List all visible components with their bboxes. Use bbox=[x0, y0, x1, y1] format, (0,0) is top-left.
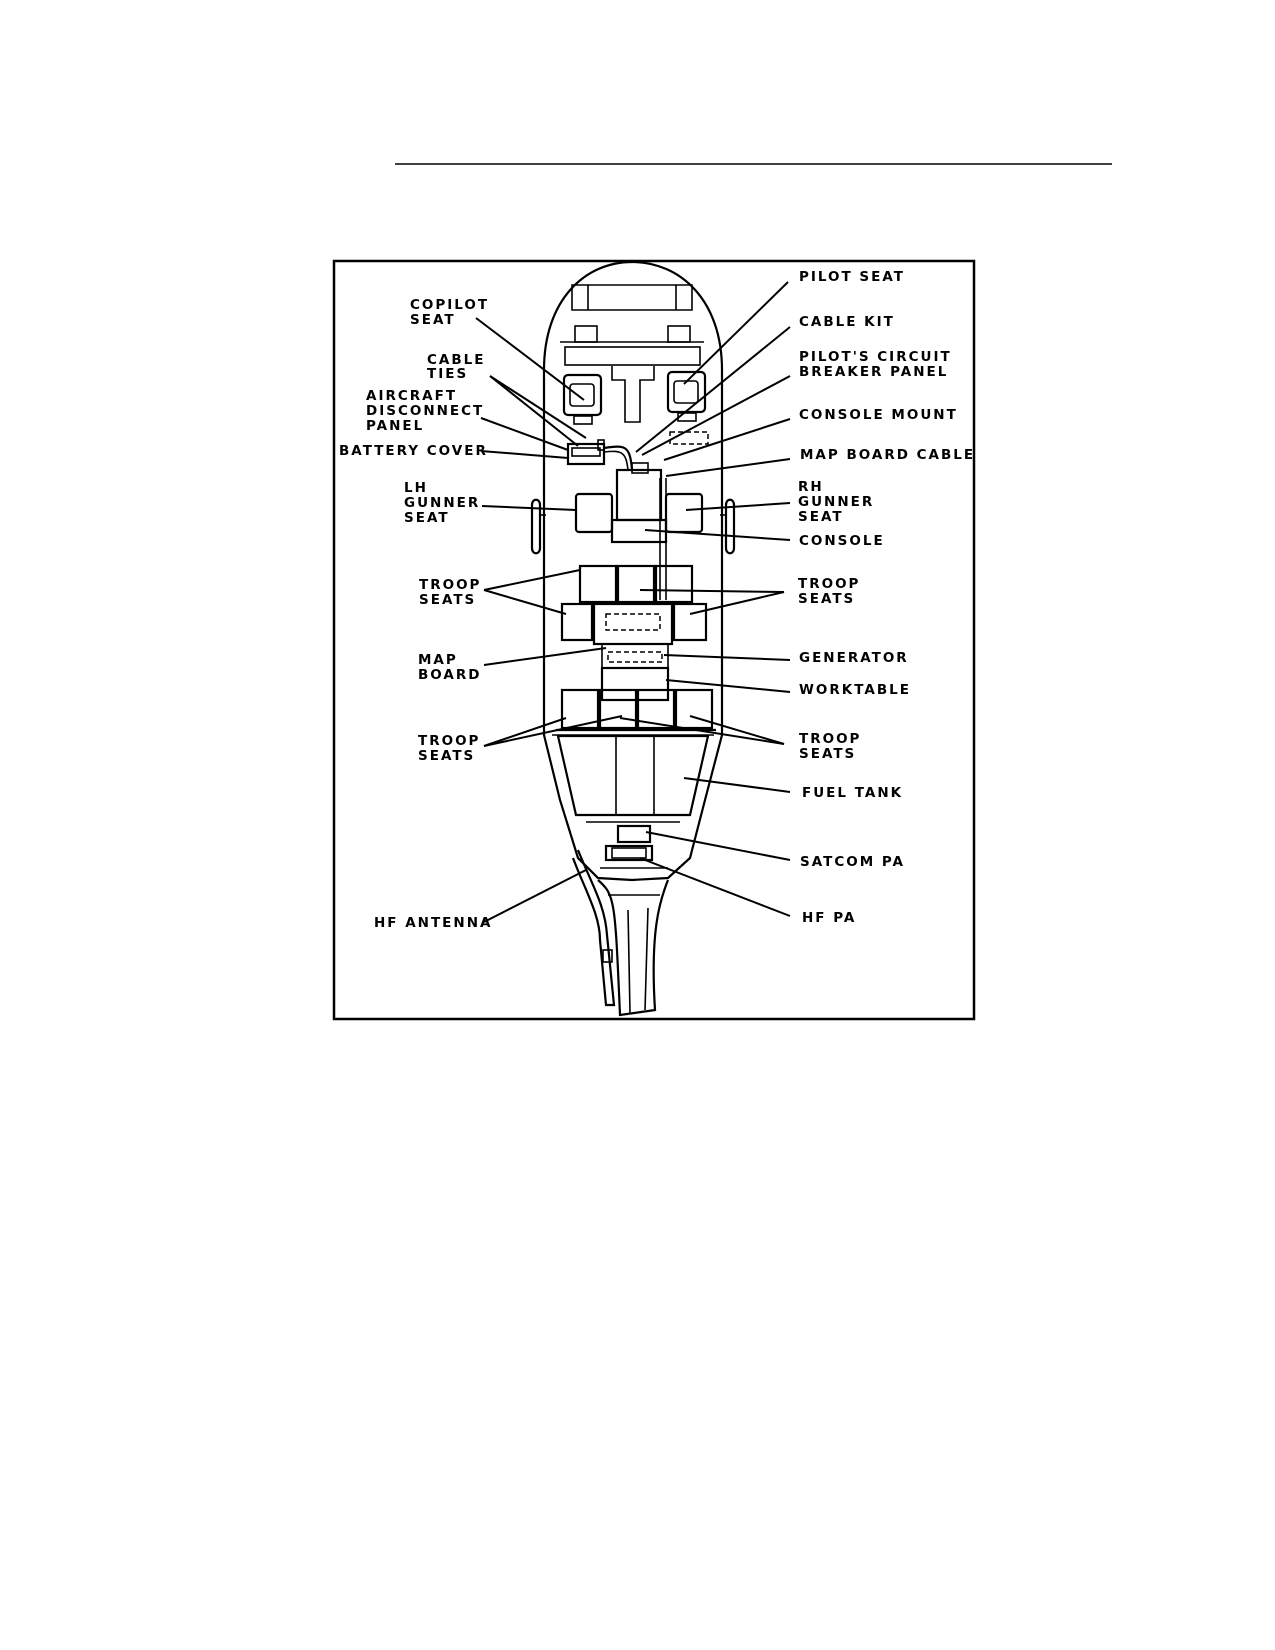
pilot-seat-shape bbox=[666, 370, 707, 422]
label-generator: GENERATOR bbox=[799, 650, 909, 666]
copilot-seat-shape bbox=[562, 373, 603, 425]
lh-gunner-seat-shape bbox=[574, 492, 614, 534]
label-map-board: MAP BOARD bbox=[418, 652, 481, 683]
label-copilot-seat: COPILOT SEAT bbox=[410, 297, 496, 328]
label-troop-seats-fwd-left: TROOP SEATS bbox=[419, 577, 488, 608]
hf-pa-shape bbox=[604, 844, 654, 862]
label-console-mount: CONSOLE MOUNT bbox=[799, 407, 958, 423]
generator-shape bbox=[607, 651, 663, 663]
label-map-board-cable: MAP BOARD CABLE bbox=[800, 447, 975, 463]
label-aircraft-disconnect-panel: AIRCRAFT DISCONNECT PANEL bbox=[366, 388, 491, 434]
label-pilots-circuit-breaker-panel: PILOT'S CIRCUIT BREAKER PANEL bbox=[799, 349, 958, 380]
rh-gunner-seat-shape bbox=[664, 492, 704, 534]
label-satcom-pa: SATCOM PA bbox=[800, 854, 905, 870]
fuel-tank-shape bbox=[556, 734, 710, 817]
label-troop-seats-aft-left: TROOP SEATS bbox=[418, 733, 487, 764]
label-worktable: WORKTABLE bbox=[799, 682, 911, 698]
label-troop-seats-aft-right: TROOP SEATS bbox=[799, 731, 868, 762]
circuit-breaker-panel-shape bbox=[669, 431, 709, 445]
forward-troop-seats bbox=[560, 564, 708, 646]
label-hf-pa: HF PA bbox=[802, 910, 856, 926]
label-console: CONSOLE bbox=[799, 533, 885, 549]
label-troop-seats-fwd-right: TROOP SEATS bbox=[798, 576, 867, 607]
label-cable-ties: CABLE TIES bbox=[427, 352, 492, 382]
label-cable-kit: CABLE KIT bbox=[799, 314, 895, 330]
label-pilot-seat: PILOT SEAT bbox=[799, 269, 905, 285]
cockpit-instrument-panel bbox=[560, 284, 704, 423]
label-hf-antenna: HF ANTENNA bbox=[374, 915, 492, 931]
label-rh-gunner-seat: RH GUNNER SEAT bbox=[798, 479, 881, 525]
leader-lines bbox=[475, 281, 791, 923]
map-board-shape bbox=[601, 643, 669, 669]
gun-mounts bbox=[530, 498, 736, 555]
aft-troop-seats bbox=[556, 688, 716, 732]
label-fuel-tank: FUEL TANK bbox=[802, 785, 903, 801]
satcom-pa-shape bbox=[616, 824, 652, 844]
label-lh-gunner-seat: LH GUNNER SEAT bbox=[404, 480, 487, 526]
battery-cover-shape bbox=[566, 439, 606, 466]
figure-frame bbox=[332, 259, 976, 1021]
label-battery-cover: BATTERY COVER bbox=[339, 443, 488, 459]
